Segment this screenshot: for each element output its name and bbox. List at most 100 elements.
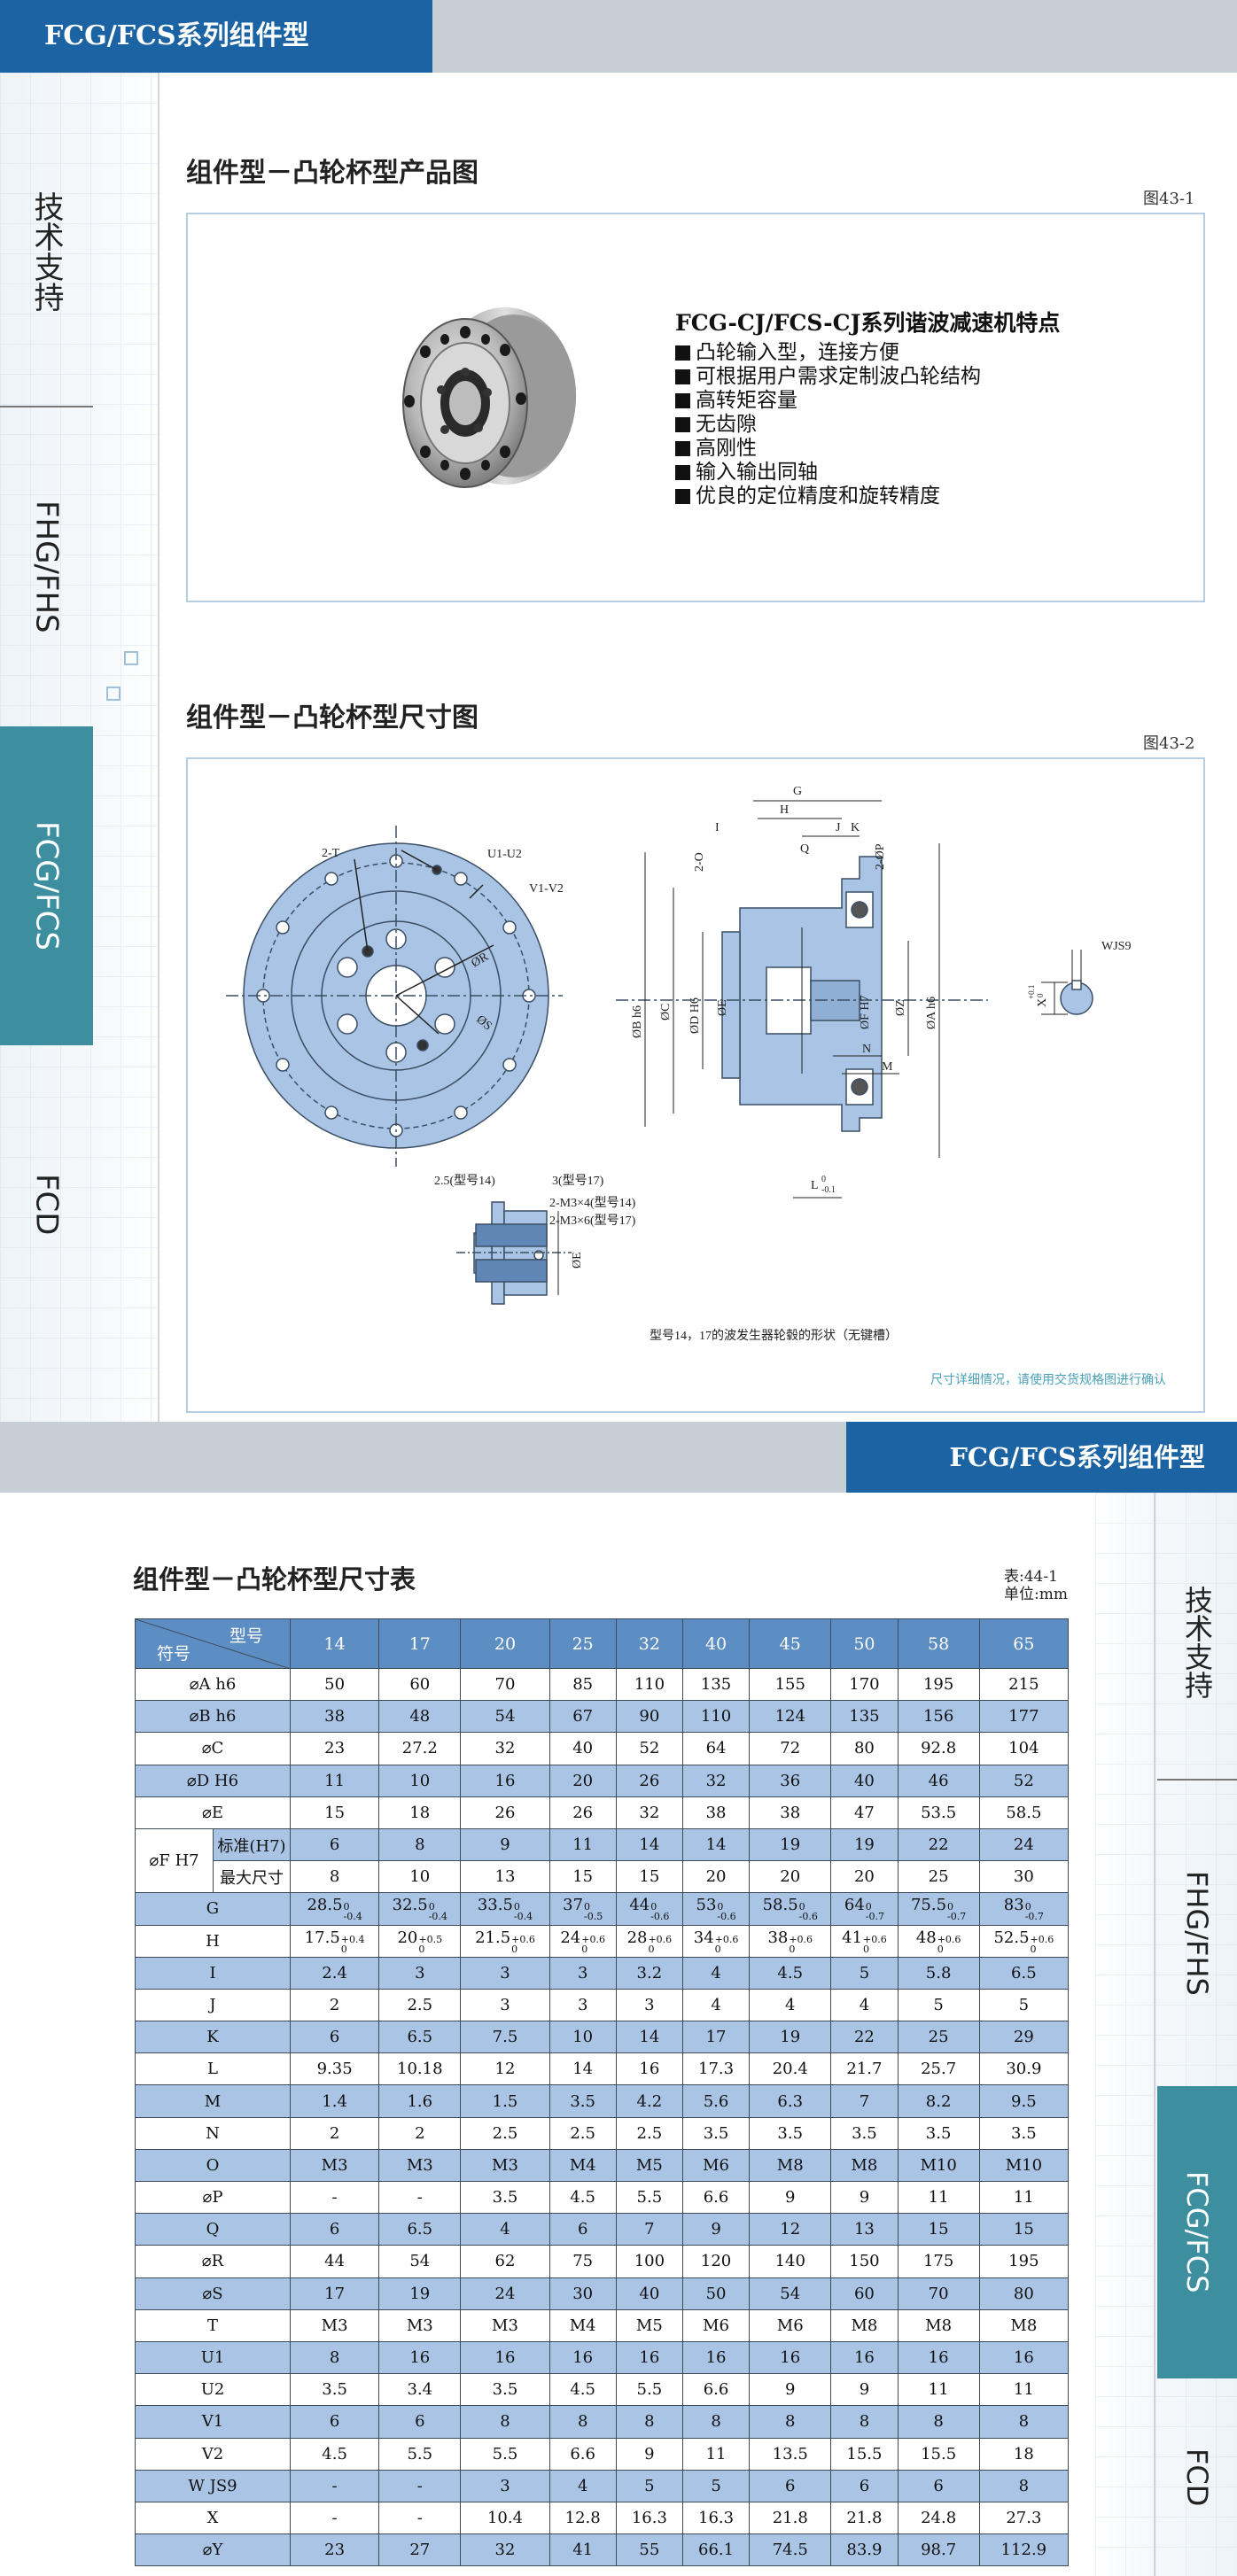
table-cell: 156	[897, 1700, 980, 1734]
sidebar-tab-fhg-fhs[interactable]: FHG/FHS	[0, 407, 93, 726]
tolerance-upper: 0	[1024, 1901, 1031, 1913]
table-cell: 2.5	[378, 1988, 462, 2022]
bullet-square-icon	[675, 417, 690, 432]
table-cell: 24.8	[897, 2501, 980, 2535]
table-cell: 4.5	[289, 2437, 380, 2471]
table-cell: 25.7	[897, 2052, 980, 2086]
table-cell: 30	[548, 2277, 617, 2310]
table-cell: 3.5	[289, 2373, 380, 2407]
table-cell: 14	[615, 1827, 683, 1862]
cell-value: 58.5	[762, 1896, 798, 1915]
row-symbol: U1	[135, 2340, 291, 2375]
label-2-5: 2.5(型号14)	[434, 1174, 495, 1188]
feature-text: 输入输出同轴	[696, 461, 818, 484]
tolerance-lower: 0	[511, 1943, 518, 1955]
table-cell: 9.35	[289, 2052, 380, 2086]
table-cell: 72	[749, 1732, 832, 1765]
table-cell: 112.9	[978, 2533, 1070, 2567]
label-x-tol-lower: 0	[1036, 993, 1045, 997]
table-cell: 5.5	[460, 2437, 550, 2471]
sidebar-tab-fcd[interactable]: FCD	[0, 1045, 93, 1364]
table-cell: 14	[681, 1827, 751, 1862]
table-cell: 20	[830, 1860, 899, 1894]
tolerance-lower: 0	[863, 1943, 870, 1955]
model-header-14: 14	[289, 1618, 380, 1669]
table-cell: 5.6	[681, 2084, 751, 2118]
table-cell: 4.5	[548, 2373, 617, 2407]
sidebar-tab-tech-support[interactable]: 技术支持	[1157, 1506, 1237, 1781]
sidebar-tab-label: FCD	[1180, 2448, 1214, 2507]
table-cell: 3.5	[548, 2084, 617, 2118]
table-cell: 2.5	[615, 2116, 683, 2150]
sidebar-tab-fcg-fcs[interactable]: FCG/FCS	[1157, 2086, 1237, 2378]
cell-value: 64	[844, 1896, 865, 1915]
table-cell: M8	[830, 2148, 899, 2183]
table-cell: 1.4	[289, 2084, 380, 2118]
table-cell: 60	[378, 1667, 462, 1702]
tolerance-lower: -0.4	[343, 1911, 362, 1923]
label-e: ØE	[716, 999, 729, 1016]
f-group-label: ⌀F H7	[135, 1827, 214, 1894]
table-cell: 16	[548, 2340, 617, 2375]
tolerance-upper: +0.6	[648, 1933, 673, 1945]
table-cell: 36	[749, 1764, 832, 1797]
table-cell: 40	[830, 1764, 899, 1797]
table-cell: 30	[978, 1860, 1070, 1894]
table-cell: 170	[830, 1667, 899, 1702]
label-n: N	[862, 1043, 871, 1056]
hub-caption: 型号14，17的波发生器轮毂的形状（无键槽）	[650, 1329, 898, 1343]
table-cell: 4	[749, 1988, 832, 2022]
row-symbol: ⌀R	[135, 2245, 291, 2278]
table-cell: 3.5	[978, 2116, 1070, 2150]
table-number: 表:44-1 单位:mm	[1004, 1568, 1068, 1603]
table-cell: 150	[830, 2245, 899, 2278]
bullet-square-icon	[675, 345, 690, 361]
table-cell: 12	[749, 2213, 832, 2246]
table-cell: 6.5	[378, 2021, 462, 2054]
table-cell: 3	[460, 1988, 550, 2022]
row-symbol: ⌀S	[135, 2277, 291, 2310]
sidebar-tab-fhg-fhs[interactable]: FHG/FHS	[1157, 1781, 1237, 2086]
table-cell: 16	[749, 2340, 832, 2375]
table-cell: M10	[978, 2148, 1070, 2183]
row-symbol: ⌀B h6	[135, 1700, 291, 1734]
table-cell: 1.5	[460, 2084, 550, 2118]
table-cell: 6	[289, 2405, 380, 2439]
tolerance-upper: 0	[343, 1901, 350, 1913]
keyway-detail	[1041, 950, 1093, 1015]
table-cell: 41	[548, 2533, 617, 2567]
table-cell: 6	[289, 2213, 380, 2246]
cell-value: 44	[629, 1896, 650, 1915]
feature-text: 优良的定位精度和旋转精度	[696, 485, 940, 508]
dimension-drawing: 2-T U1-U2 V1-V2 ØR ØS	[226, 785, 1166, 1387]
table-cell: 8.2	[897, 2084, 980, 2118]
table-cell: 40	[548, 1732, 617, 1765]
table-cell: 9	[460, 1827, 550, 1862]
table-cell: 32	[681, 1764, 751, 1797]
table-no-text: 表:44-1	[1004, 1568, 1058, 1586]
table-cell: 15	[897, 2213, 980, 2246]
row-symbol: 标准(H7)	[213, 1827, 291, 1862]
decor-square	[106, 687, 121, 701]
table-cell: 20	[681, 1860, 751, 1894]
table-cell: 9.5	[978, 2084, 1070, 2118]
sidebar-tab-fcd[interactable]: FCD	[1157, 2378, 1237, 2576]
table-cell: 10.4	[460, 2501, 550, 2535]
bullet-square-icon	[675, 393, 690, 408]
sidebar-tab-tech-support[interactable]: 技术支持	[0, 97, 93, 407]
table-cell: -	[289, 2469, 380, 2502]
table-cell: 30.9	[978, 2052, 1070, 2086]
table-cell: 3.5	[897, 2116, 980, 2150]
sidebar-tab-label: 技术支持	[1180, 1586, 1214, 1699]
table-cell: 25	[897, 2021, 980, 2054]
table-cell: 8	[681, 2405, 751, 2439]
sidebar-tab-fcg-fcs[interactable]: FCG/FCS	[0, 726, 93, 1045]
